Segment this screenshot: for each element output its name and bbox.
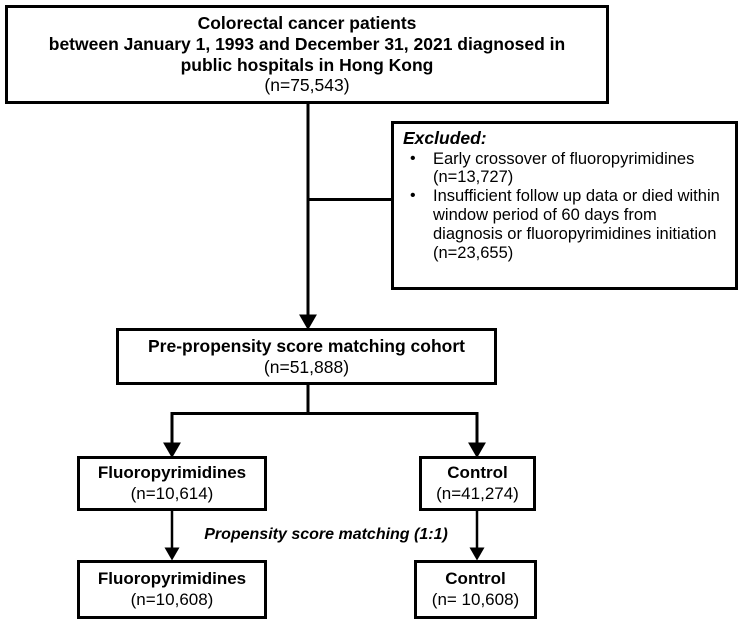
control-post-count: (n= 10,608) bbox=[431, 589, 520, 609]
source-cohort-line1: Colorectal cancer patients bbox=[197, 13, 417, 34]
box-excluded: Excluded: • Early crossover of fluoropyr… bbox=[391, 121, 738, 290]
excluded-heading: Excluded: bbox=[403, 128, 487, 148]
bullet-icon: • bbox=[410, 187, 416, 205]
excluded-reason-text: Early crossover of fluoropyrimidines (n=… bbox=[433, 149, 695, 187]
fluoropyrimidines-post-title: Fluoropyrimidines bbox=[97, 569, 247, 589]
box-fluoropyrimidines-post: Fluoropyrimidines (n=10,608) bbox=[77, 560, 267, 619]
source-cohort-line3: public hospitals in Hong Kong bbox=[180, 54, 434, 75]
fluoropyrimidines-post-count: (n=10,608) bbox=[130, 589, 214, 609]
control-pre-count: (n=41,274) bbox=[436, 483, 519, 503]
box-control-post: Control (n= 10,608) bbox=[414, 560, 537, 619]
pre-psm-cohort-title: Pre-propensity score matching cohort bbox=[147, 335, 465, 356]
source-cohort-line2: between January 1, 1993 and December 31,… bbox=[48, 33, 566, 54]
excluded-reason-list: • Early crossover of fluoropyrimidines (… bbox=[403, 150, 731, 263]
box-source-cohort: Colorectal cancer patients between Janua… bbox=[5, 5, 609, 104]
box-control-pre: Control (n=41,274) bbox=[419, 456, 536, 511]
fluoropyrimidines-pre-title: Fluoropyrimidines bbox=[97, 463, 247, 483]
bullet-icon: • bbox=[410, 149, 416, 167]
propensity-score-matching-label: Propensity score matching (1:1) bbox=[204, 526, 448, 543]
pre-psm-cohort-count: (n=51,888) bbox=[263, 356, 350, 377]
list-item: • Early crossover of fluoropyrimidines (… bbox=[403, 150, 731, 188]
control-pre-title: Control bbox=[447, 463, 508, 483]
excluded-reason-text: Insufficient follow up data or died with… bbox=[433, 187, 720, 262]
control-post-title: Control bbox=[445, 569, 506, 589]
list-item: • Insufficient follow up data or died wi… bbox=[403, 187, 731, 262]
box-fluoropyrimidines-pre: Fluoropyrimidines (n=10,614) bbox=[77, 456, 267, 511]
source-cohort-count: (n=75,543) bbox=[264, 75, 350, 96]
fluoropyrimidines-pre-count: (n=10,614) bbox=[130, 483, 214, 503]
box-pre-psm-cohort: Pre-propensity score matching cohort (n=… bbox=[116, 328, 497, 385]
